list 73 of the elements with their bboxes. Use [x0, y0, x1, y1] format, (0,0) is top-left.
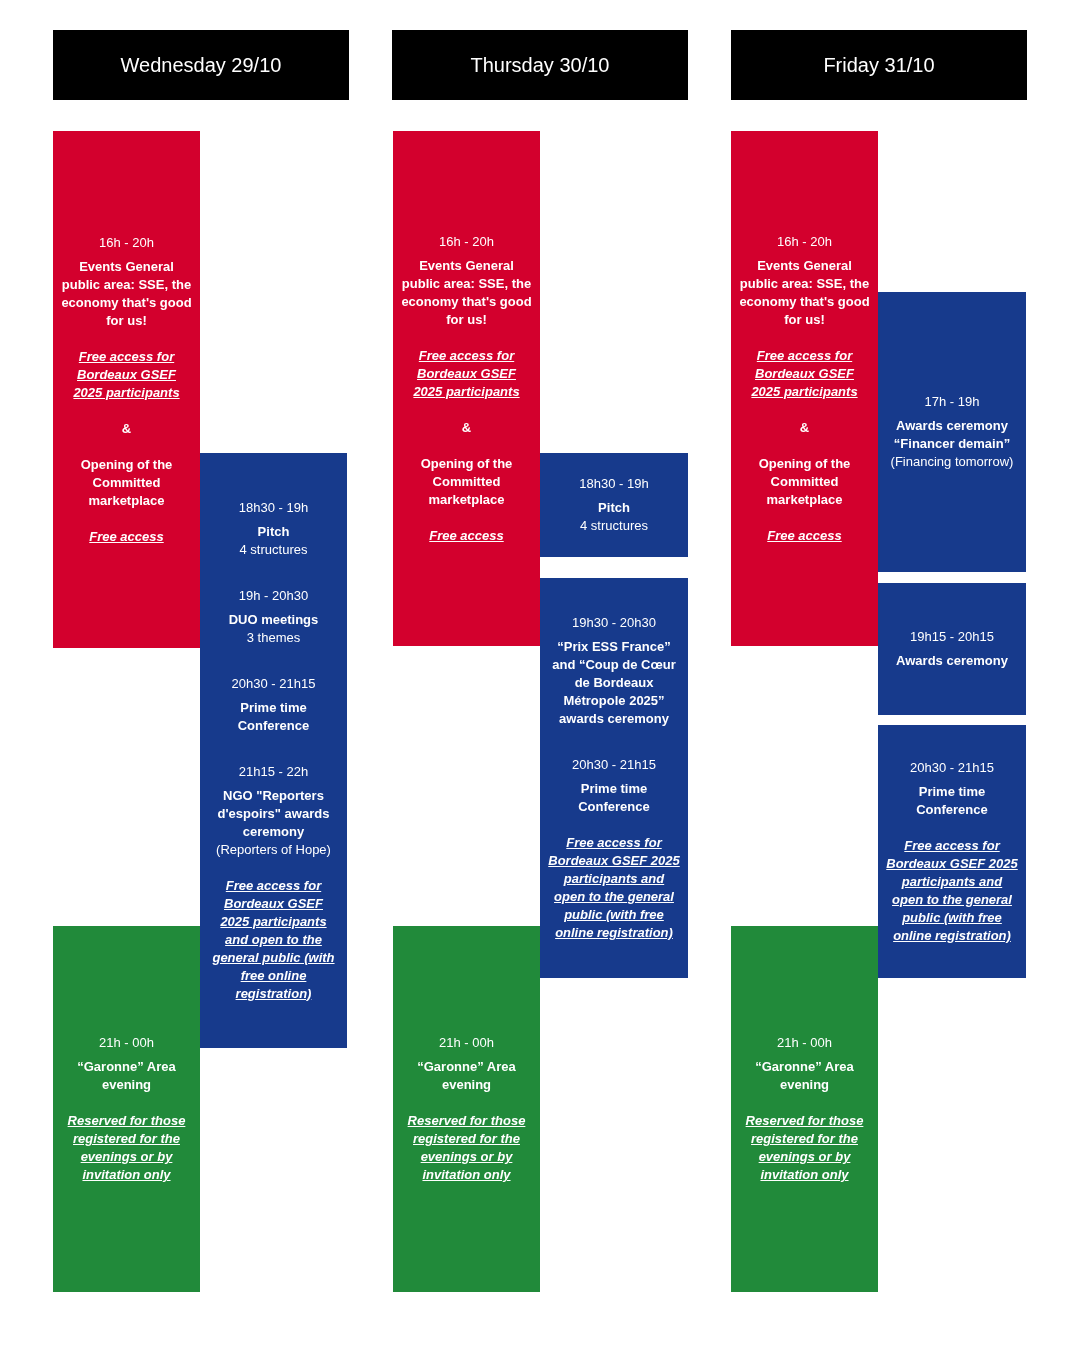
- event-block: [540, 453, 688, 557]
- day-heading: Thursday 30/10: [470, 53, 610, 77]
- access-note: Reserved for those registered for the evenings or by invitation only: [66, 1112, 187, 1184]
- event-block: [53, 926, 200, 1292]
- access-note: Free access for Bordeaux GSEF 2025 participants and open to the general public (with free online registration): [886, 836, 1018, 945]
- event-block: [878, 725, 1026, 978]
- time-range: 21h - 00h: [439, 1034, 494, 1052]
- event-title: Prime time Conference: [577, 780, 651, 816]
- event-title: Pitch: [598, 499, 630, 517]
- event-block: [200, 453, 347, 1048]
- time-range: 18h30 - 19h: [238, 498, 309, 517]
- event-block: [731, 131, 878, 646]
- ampersand: &: [799, 418, 810, 437]
- event-note: (Financing tomorrow): [890, 453, 1014, 471]
- event-title: Events General public area: SSE, the economy that's good for us!: [401, 256, 532, 329]
- event-title: Opening of the Committed marketplace: [757, 454, 852, 509]
- time-range: 20h30 - 21h15: [910, 758, 994, 777]
- event-block: [878, 292, 1026, 572]
- time-range: 21h - 00h: [99, 1034, 154, 1052]
- event-title: “Garonne” Area evening: [76, 1058, 177, 1094]
- event-title: NGO "Reporters d'espoirs" awards ceremony: [216, 786, 331, 841]
- event-block: [393, 926, 540, 1292]
- access-note: Free access for Bordeaux GSEF 2025 participants: [412, 346, 521, 401]
- access-note: Free access for Bordeaux GSEF 2025 participants and open to the general public (with free online registration): [211, 876, 336, 1003]
- time-range: 16h - 20h: [99, 233, 154, 252]
- event-title: “Garonne” Area evening: [754, 1058, 855, 1094]
- day-header: [53, 30, 349, 100]
- ampersand: &: [461, 418, 472, 437]
- event-title: Opening of the Committed marketplace: [79, 455, 174, 510]
- event-block: [878, 583, 1026, 715]
- event-title: Opening of the Committed marketplace: [419, 454, 514, 509]
- time-range: 20h30 - 21h15: [572, 756, 656, 774]
- event-block: [540, 578, 688, 978]
- event-title: Events General public area: SSE, the economy that's good for us!: [739, 256, 870, 329]
- access-note: Free access for Bordeaux GSEF 2025 participants: [750, 346, 859, 401]
- event-title: Pitch: [257, 522, 290, 541]
- day-heading: Wednesday 29/10: [120, 53, 282, 77]
- access-note: Free access: [89, 527, 164, 546]
- time-range: 17h - 19h: [924, 393, 980, 411]
- access-note: Free access for Bordeaux GSEF 2025 participants and open to the general public (with free online registration): [548, 834, 680, 942]
- event-note: (Reporters of Hope): [216, 840, 331, 859]
- event-title: Awards ceremony “Financer demain”: [892, 417, 1012, 453]
- access-note: Free access for Bordeaux GSEF 2025 participants: [72, 347, 181, 402]
- time-range: 18h30 - 19h: [579, 475, 649, 493]
- event-block: [731, 926, 878, 1292]
- time-range: 21h15 - 22h: [238, 762, 309, 781]
- event-title: “Garonne” Area evening: [416, 1058, 517, 1094]
- event-title: DUO meetings: [228, 610, 319, 629]
- event-title: “Prix ESS France” and “Coup de Cœur de Bordeaux Métropole 2025” awards ceremony: [551, 638, 677, 728]
- access-note: Reserved for those registered for the evenings or by invitation only: [406, 1112, 527, 1184]
- time-range: 19h30 - 20h30: [572, 614, 656, 632]
- event-note: 4 structures: [239, 540, 308, 559]
- day-heading: Friday 31/10: [823, 53, 935, 77]
- time-range: 19h15 - 20h15: [910, 628, 994, 646]
- event-title: Awards ceremony: [896, 652, 1008, 670]
- event-note: 3 themes: [246, 628, 301, 647]
- time-range: 21h - 00h: [777, 1034, 832, 1052]
- time-range: 20h30 - 21h15: [231, 674, 316, 693]
- event-title: Events General public area: SSE, the economy that's good for us!: [61, 257, 192, 330]
- ampersand: &: [121, 419, 132, 438]
- time-range: 16h - 20h: [439, 232, 494, 251]
- event-title: Prime time Conference: [915, 782, 989, 819]
- event-block: [53, 131, 200, 648]
- day-header: [392, 30, 688, 100]
- access-note: Free access: [429, 526, 504, 545]
- day-header: [731, 30, 1027, 100]
- event-title: Prime time Conference: [236, 698, 311, 735]
- event-block: [393, 131, 540, 646]
- access-note: Free access: [767, 526, 842, 545]
- time-range: 16h - 20h: [777, 232, 832, 251]
- time-range: 19h - 20h30: [238, 586, 309, 605]
- event-note: 4 structures: [580, 517, 648, 535]
- access-note: Reserved for those registered for the evenings or by invitation only: [744, 1112, 865, 1184]
